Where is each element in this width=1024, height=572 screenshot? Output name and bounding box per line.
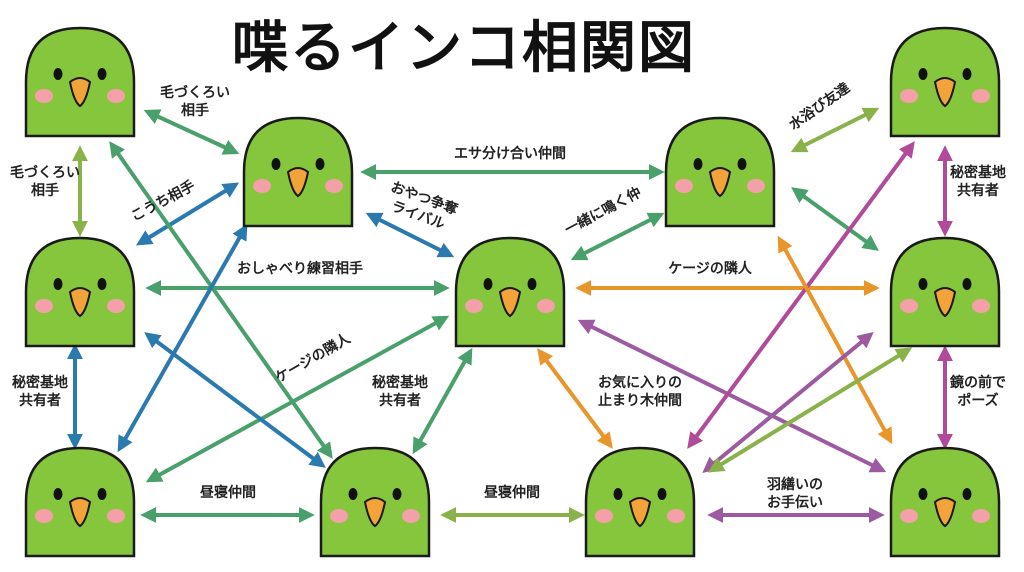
parakeet-icon bbox=[242, 116, 354, 228]
relationship-arrow bbox=[144, 332, 326, 468]
relationship-label: ケージの隣人 bbox=[668, 260, 753, 277]
relationship-label: 秘密基地共有者 bbox=[12, 374, 68, 409]
relationship-label: 秘密基地共有者 bbox=[372, 374, 428, 409]
nodes-layer bbox=[24, 26, 1001, 558]
relationship-label: 毛づくろい相手 bbox=[10, 164, 80, 199]
parakeet-icon bbox=[319, 446, 431, 558]
relationship-label: 秘密基地共有者 bbox=[950, 164, 1006, 199]
relationship-label: 羽繕いのお手伝い bbox=[767, 476, 823, 511]
parakeet-icon bbox=[889, 236, 1001, 348]
parakeet-icon bbox=[454, 236, 566, 348]
parakeet-icon bbox=[889, 446, 1001, 558]
parakeet-icon bbox=[889, 26, 1001, 138]
relationship-arrow bbox=[707, 347, 913, 473]
relationship-label: 昼寝仲間 bbox=[484, 484, 540, 501]
relationship-label: 鏡の前でポーズ bbox=[950, 374, 1006, 409]
relationship-label: 昼寝仲間 bbox=[200, 484, 256, 501]
relationship-arrow bbox=[777, 235, 893, 445]
relationship-label: エサ分け合い仲間 bbox=[454, 145, 566, 162]
relationship-label: 毛づくろい相手 bbox=[160, 84, 230, 119]
parakeet-icon bbox=[24, 446, 136, 558]
relationship-arrow bbox=[365, 212, 455, 258]
parakeet-icon bbox=[584, 446, 696, 558]
relationship-arrow bbox=[791, 187, 879, 251]
relationship-arrow bbox=[570, 212, 665, 261]
relationship-label: ケージの隣人 bbox=[272, 329, 354, 386]
diagram-title: 喋るインコ相関図 bbox=[232, 16, 696, 81]
edges-layer bbox=[67, 107, 953, 523]
parakeet-icon bbox=[24, 26, 136, 138]
parakeet-icon bbox=[24, 236, 136, 348]
relationship-label: おしゃべり練習相手 bbox=[237, 260, 363, 277]
relationship-label: お気に入りの止まり木仲間 bbox=[598, 374, 682, 409]
relationship-arrow bbox=[412, 347, 473, 455]
relationship-arrow bbox=[117, 223, 248, 453]
parakeet-icon bbox=[664, 116, 776, 228]
